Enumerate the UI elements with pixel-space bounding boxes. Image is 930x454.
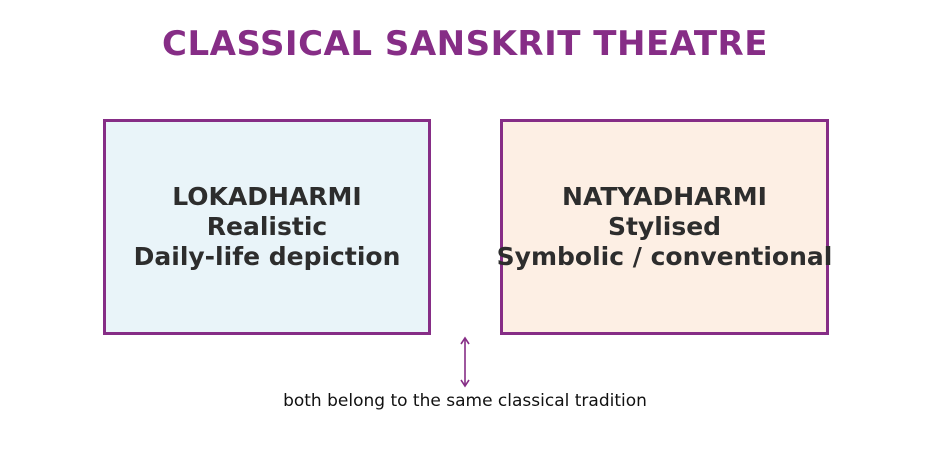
double-headed-arrow-icon: [460, 336, 470, 388]
lokadharmi-heading: LOKADHARMI: [172, 182, 362, 211]
natyadharmi-text: NATYADHARMI Stylised Symbolic / conventi…: [497, 182, 833, 272]
lokadharmi-text: LOKADHARMI Realistic Daily-life depictio…: [134, 182, 401, 272]
diagram-title: CLASSICAL SANSKRIT THEATRE: [162, 24, 768, 64]
lokadharmi-line-daily-life: Daily-life depiction: [133, 242, 401, 271]
natyadharmi-heading: NATYADHARMI: [562, 182, 767, 211]
natyadharmi-line-stylised: Stylised: [607, 212, 722, 241]
lokadharmi-box: LOKADHARMI Realistic Daily-life depictio…: [103, 119, 431, 335]
lokadharmi-line-realistic: Realistic: [206, 212, 328, 241]
natyadharmi-box: NATYADHARMI Stylised Symbolic / conventi…: [497, 119, 832, 335]
caption-text: both belong to the same classical tradit…: [283, 391, 647, 411]
natyadharmi-line-symbolic: Symbolic / conventional: [496, 242, 833, 271]
